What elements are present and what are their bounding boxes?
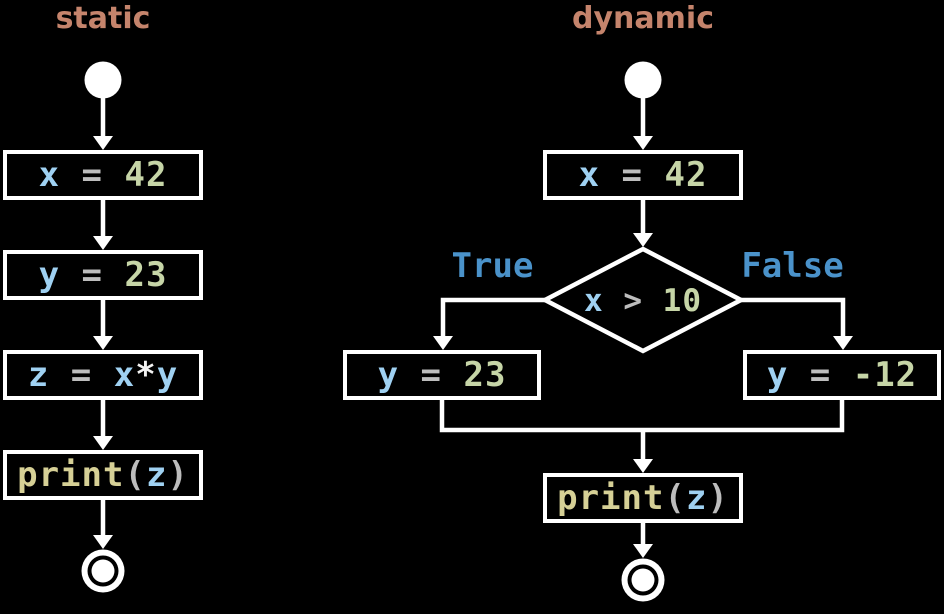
code-token-number: 10 xyxy=(662,283,702,319)
static-process-box-assign-z: z = x*y xyxy=(3,350,203,400)
code-token-number: 42 xyxy=(664,155,708,195)
code-token-variable: x xyxy=(113,355,136,395)
static-flowchart-title: static xyxy=(55,1,151,36)
code-token-variable: x xyxy=(584,283,604,319)
dynamic-process-box-print-z: print(z) xyxy=(543,473,743,523)
code-token-star: * xyxy=(135,355,157,395)
dynamic-process-box-assign-y-false: y = -12 xyxy=(743,350,941,400)
dynamic-edge-merge xyxy=(439,400,845,433)
code-token-operator: = xyxy=(600,155,665,195)
dynamic-edge-true-branch xyxy=(440,297,545,337)
dynamic-process-box-assign-x: x = 42 xyxy=(543,150,743,200)
arrowhead-icon xyxy=(633,544,653,558)
arrowhead-icon xyxy=(93,136,113,150)
code-token-variable: z xyxy=(145,455,168,495)
code-token-number: 23 xyxy=(124,255,168,295)
code-token-variable: z xyxy=(685,478,708,518)
static-process-box-assign-x: x = 42 xyxy=(3,150,203,200)
decision-condition-label: x > 10 xyxy=(553,278,733,324)
end-node-inner-disk xyxy=(91,559,115,583)
code-token-variable: y xyxy=(766,355,789,395)
code-token-variable: z xyxy=(27,355,50,395)
code-token-operator: = xyxy=(788,355,853,395)
static-process-box-assign-y: y = 23 xyxy=(3,250,203,300)
true-branch-label: True xyxy=(451,246,534,286)
dynamic-flowchart-title: dynamic xyxy=(572,1,714,36)
code-token-operator: > xyxy=(603,283,663,319)
code-token-variable: x xyxy=(578,155,601,195)
static-process-box-print-z: print(z) xyxy=(3,450,203,500)
code-token-operator: ( xyxy=(124,455,146,495)
code-token-number: 42 xyxy=(124,155,168,195)
arrowhead-icon xyxy=(93,535,113,549)
code-token-variable: x xyxy=(38,155,61,195)
arrowhead-icon xyxy=(633,136,653,150)
code-token-variable: y xyxy=(377,355,400,395)
code-token-operator: ) xyxy=(707,478,729,518)
code-token-variable: y xyxy=(38,255,61,295)
arrowhead-icon xyxy=(433,336,453,350)
dynamic-start-node xyxy=(624,61,662,99)
dynamic-edge-false-branch xyxy=(741,297,846,337)
arrowhead-icon xyxy=(833,336,853,350)
code-token-operator: = xyxy=(49,355,114,395)
code-token-operator: = xyxy=(399,355,464,395)
code-token-number: 23 xyxy=(463,355,507,395)
arrowhead-icon xyxy=(633,233,653,247)
code-token-operator: ) xyxy=(167,455,189,495)
dynamic-end-node xyxy=(621,558,665,602)
static-end-node xyxy=(81,549,125,593)
code-token-variable: y xyxy=(156,355,179,395)
arrowhead-icon xyxy=(93,236,113,250)
end-node-inner-disk xyxy=(631,568,655,592)
code-token-number: -12 xyxy=(852,355,918,395)
code-token-keyword: print xyxy=(17,455,125,495)
code-token-keyword: print xyxy=(557,478,665,518)
dynamic-process-box-assign-y-true: y = 23 xyxy=(343,350,541,400)
code-token-operator: = xyxy=(60,155,125,195)
code-token-operator: ( xyxy=(664,478,686,518)
decision-diamond xyxy=(540,246,746,354)
static-start-node xyxy=(84,61,122,99)
arrowhead-icon xyxy=(93,436,113,450)
code-token-operator: = xyxy=(60,255,125,295)
arrowhead-icon xyxy=(93,336,113,350)
arrowhead-icon xyxy=(633,459,653,473)
false-branch-label: False xyxy=(741,246,844,286)
